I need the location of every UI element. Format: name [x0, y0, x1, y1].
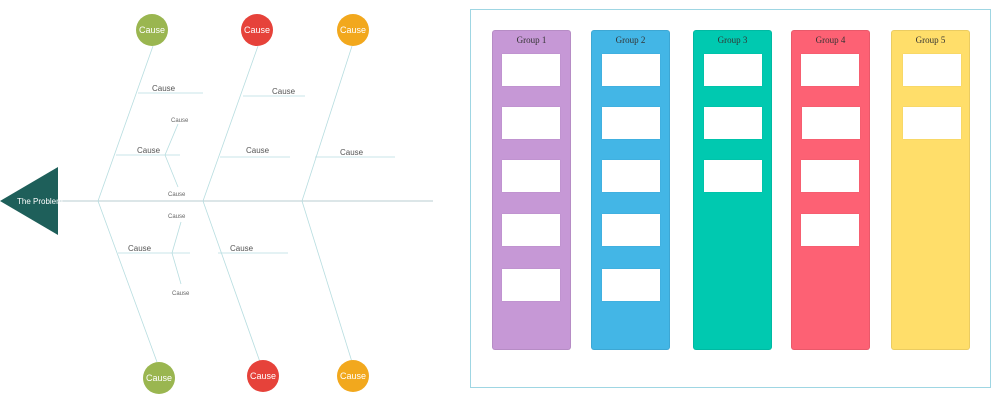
affinity-board: Group 1 Group 2 Group 3 Group 4 Group 5	[470, 9, 991, 388]
sub-cause-label: Cause	[246, 146, 270, 155]
sticky-note[interactable]	[802, 107, 860, 139]
cause-node-bottom-2: Cause	[247, 360, 279, 392]
bone-bottom-3	[301, 200, 353, 363]
sticky-note[interactable]	[602, 107, 660, 139]
svg-text:Cause: Cause	[340, 371, 366, 381]
svg-text:Cause: Cause	[340, 25, 366, 35]
sub-cause-label: Cause	[168, 214, 186, 220]
sticky-note[interactable]	[602, 54, 660, 86]
sub-bone	[164, 154, 179, 188]
svg-text:Cause: Cause	[250, 371, 276, 381]
svg-text:Cause: Cause	[146, 373, 172, 383]
group-title: Group 5	[915, 35, 946, 45]
cause-node-bottom-1: Cause	[143, 362, 175, 394]
problem-head	[0, 167, 58, 235]
sticky-note[interactable]	[502, 54, 560, 86]
sticky-note[interactable]	[502, 160, 560, 192]
group-title: Group 3	[717, 35, 748, 45]
sticky-note[interactable]	[602, 214, 660, 246]
sub-bone	[171, 221, 182, 254]
group-title: Group 1	[516, 35, 547, 45]
problem-label: The Problem	[17, 197, 63, 206]
sub-cause-label: Cause	[272, 87, 296, 96]
svg-text:Cause: Cause	[244, 25, 270, 35]
sticky-note[interactable]	[502, 107, 560, 139]
bone-bottom-1	[97, 200, 158, 363]
cause-node-top-1: Cause	[136, 14, 168, 46]
sub-cause-label: Cause	[171, 118, 189, 124]
bone-top-3	[301, 45, 353, 202]
cause-node-top-3: Cause	[337, 14, 369, 46]
group-column-5: Group 5	[891, 30, 970, 350]
group-column-3: Group 3	[693, 30, 772, 350]
sub-cause-label: Cause	[230, 244, 254, 253]
sticky-note[interactable]	[801, 54, 859, 86]
cause-node-top-2: Cause	[241, 14, 273, 46]
sticky-note[interactable]	[801, 160, 859, 192]
sticky-note[interactable]	[602, 269, 660, 301]
sub-bone	[164, 123, 179, 156]
sub-cause-label: Cause	[152, 84, 176, 93]
sticky-note[interactable]	[903, 107, 961, 139]
fishbone-diagram: The Problem Cause Cause Cause Cause Caus…	[0, 14, 433, 394]
sticky-note[interactable]	[502, 214, 560, 246]
group-column-1: Group 1	[492, 30, 571, 350]
sticky-note[interactable]	[502, 269, 560, 301]
sticky-note[interactable]	[602, 160, 660, 192]
sub-cause-label: Cause	[137, 146, 161, 155]
sticky-note[interactable]	[704, 54, 762, 86]
sub-cause-label: Cause	[340, 148, 364, 157]
sticky-note[interactable]	[903, 54, 961, 86]
sub-cause-label: Cause	[168, 192, 186, 198]
cause-node-bottom-3: Cause	[337, 360, 369, 392]
sub-bone	[171, 252, 182, 285]
sticky-note[interactable]	[704, 107, 762, 139]
bone-top-1	[97, 45, 154, 202]
bone-bottom-2	[202, 200, 261, 363]
group-title: Group 4	[815, 35, 846, 45]
sub-cause-label: Cause	[172, 291, 190, 297]
group-title: Group 2	[615, 35, 646, 45]
group-column-2: Group 2	[591, 30, 670, 350]
sticky-note[interactable]	[704, 160, 762, 192]
group-column-4: Group 4	[791, 30, 870, 350]
sticky-note[interactable]	[801, 214, 859, 246]
sub-cause-label: Cause	[128, 244, 152, 253]
svg-text:Cause: Cause	[139, 25, 165, 35]
bone-top-2	[202, 45, 259, 202]
